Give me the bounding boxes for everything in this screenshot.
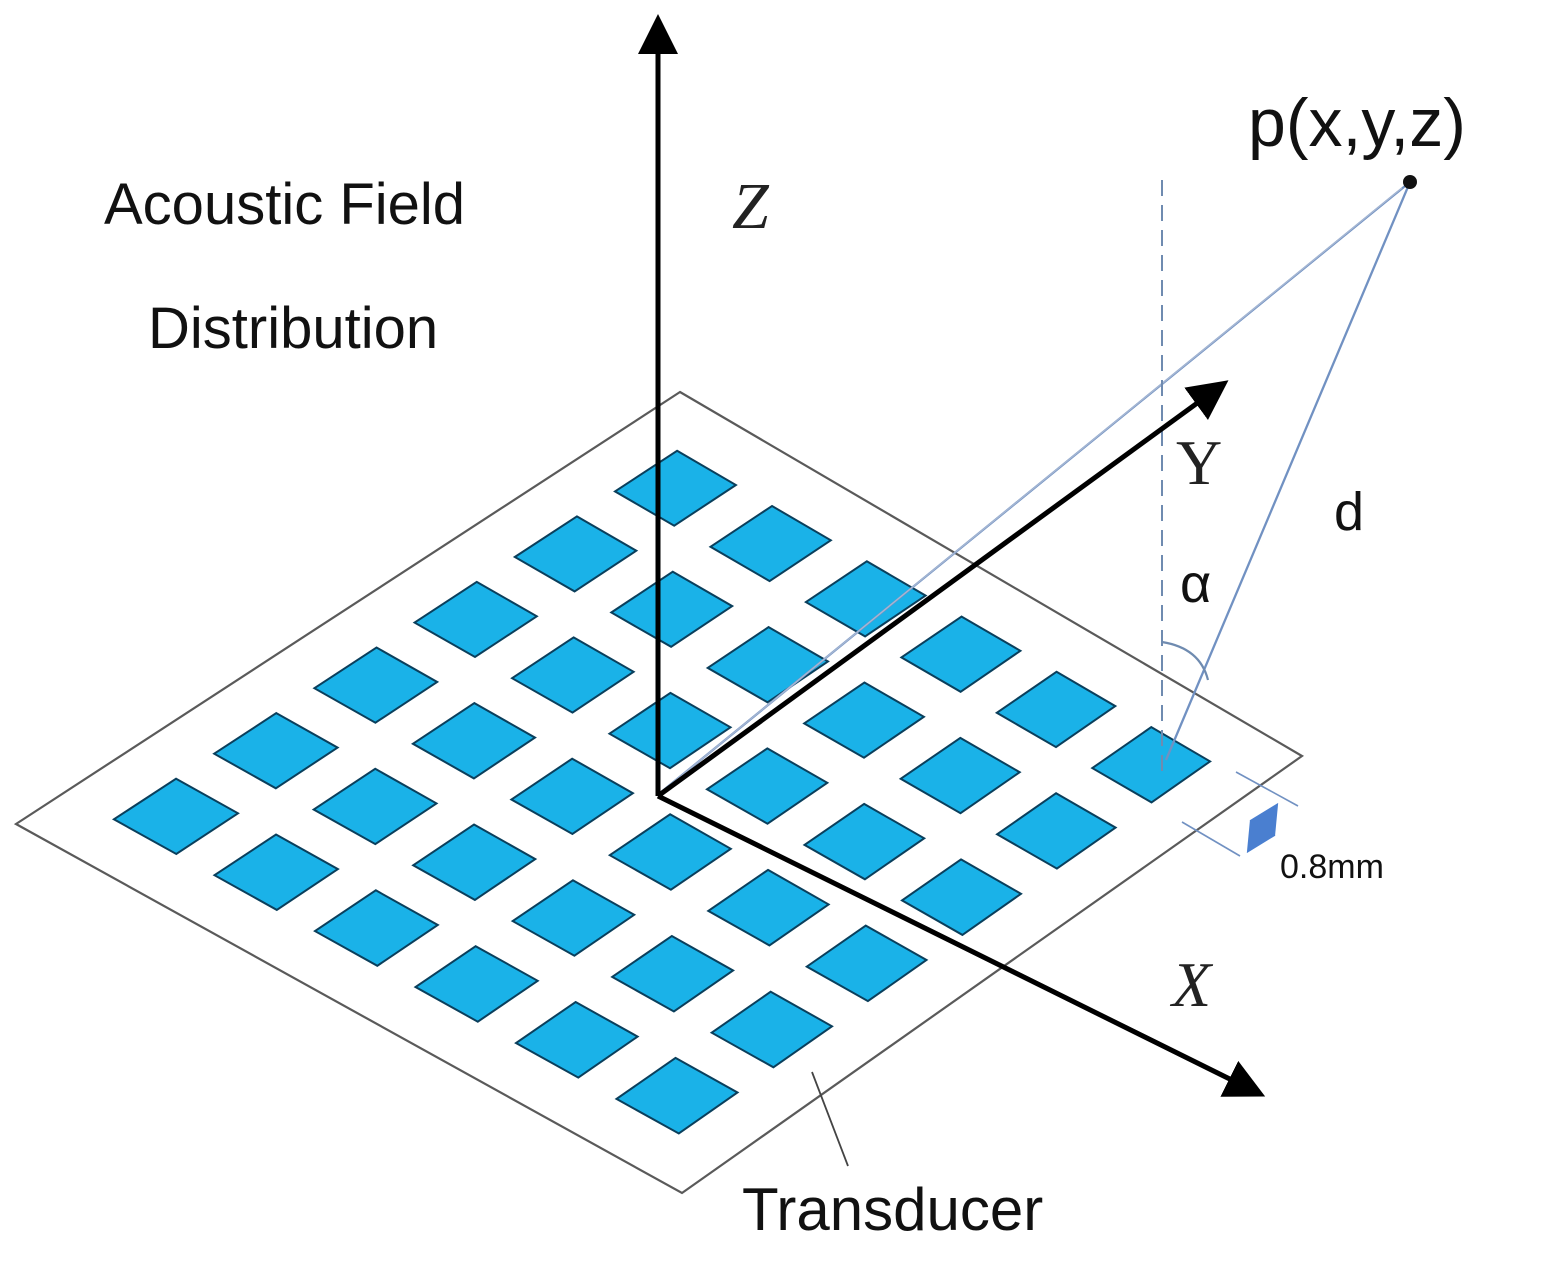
transducer-element xyxy=(607,691,733,770)
transducer-element xyxy=(411,823,538,902)
axis-y-label: Y xyxy=(1176,427,1222,498)
transducer-element xyxy=(413,945,540,1023)
dimension-arrow xyxy=(1246,802,1279,854)
transducer-element xyxy=(609,570,735,648)
transducer-element xyxy=(509,757,635,836)
transducer-element xyxy=(804,560,928,638)
title-line-2: Distribution xyxy=(148,296,438,361)
title-line-1: Acoustic Field xyxy=(104,172,465,237)
dimension-extension-line-2 xyxy=(1181,821,1241,857)
transducer-element xyxy=(614,1056,740,1135)
point-p-dot xyxy=(1403,175,1417,189)
transducer-element xyxy=(705,747,830,825)
transducer-element xyxy=(510,636,636,714)
point-label: p(x,y,z) xyxy=(1248,85,1466,161)
transducer-element xyxy=(312,646,440,724)
transducer-element xyxy=(512,515,639,593)
transducer-element xyxy=(510,879,637,957)
transducer-element xyxy=(709,990,834,1069)
transducer-array xyxy=(111,449,1212,1135)
dimension-label: 0.8mm xyxy=(1280,848,1384,886)
transducer-element xyxy=(898,736,1022,815)
transducer-element xyxy=(706,868,831,947)
transducer-leader-line xyxy=(811,1071,849,1167)
transducer-element xyxy=(899,615,1023,693)
axis-x xyxy=(656,793,1266,1097)
angle-label: α xyxy=(1180,554,1211,614)
transducer-element xyxy=(900,858,1023,937)
transducer-element xyxy=(708,504,833,583)
transducer-element xyxy=(804,924,929,1003)
transducer-element xyxy=(1090,725,1212,804)
transducer-element xyxy=(613,449,738,527)
transducer-element xyxy=(313,889,440,967)
ray-transducer-to-point xyxy=(1164,181,1412,761)
angle-arc xyxy=(1161,640,1210,681)
axis-x-label: X xyxy=(1169,949,1214,1020)
transducer-element xyxy=(607,813,733,891)
axis-z-label: Z xyxy=(732,170,770,243)
transducer-element xyxy=(610,934,735,1013)
transducer-element xyxy=(311,767,439,846)
transducer-element xyxy=(111,777,240,856)
transducer-label: Transducer xyxy=(742,1176,1043,1243)
axis-y xyxy=(656,380,1229,799)
transducer-element xyxy=(802,802,927,881)
transducer-element xyxy=(705,625,830,704)
transducer-element xyxy=(995,792,1118,870)
transducer-element xyxy=(412,580,539,659)
ray-origin-to-point-secondary xyxy=(659,187,1403,794)
transducer-element xyxy=(410,701,537,780)
dimension-extension-line-1 xyxy=(1235,771,1299,807)
distance-label: d xyxy=(1334,482,1364,542)
transducer-element xyxy=(212,711,340,790)
transducer-element xyxy=(514,1000,640,1079)
transducer-element xyxy=(802,681,926,759)
transducer-element xyxy=(994,670,1118,749)
transducer-element xyxy=(212,833,340,912)
